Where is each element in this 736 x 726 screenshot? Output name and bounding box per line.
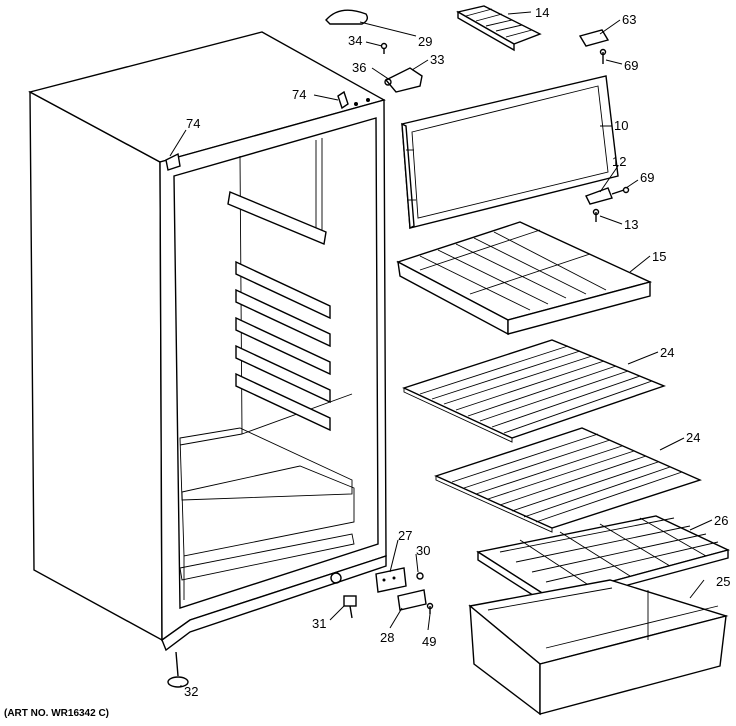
part-69-screw-mid (611, 186, 630, 195)
part-10-freezer-door (401, 75, 619, 230)
part-13-screw (592, 208, 600, 222)
leader-lines (169, 11, 713, 687)
callout-36: 36 (352, 60, 366, 75)
part-63-bracket (578, 29, 610, 47)
callout-13: 13 (624, 217, 638, 232)
callout-labels: 14 63 34 29 69 36 33 74 74 10 12 69 13 1… (184, 5, 730, 699)
part-74-cap (337, 90, 349, 110)
callout-26: 26 (714, 513, 728, 528)
part-28-hinge-plate (397, 589, 427, 611)
part-31-leveling-leg (343, 595, 357, 619)
part-24-wire-shelf-lower (434, 427, 702, 533)
callout-34: 34 (348, 33, 362, 48)
art-number: (ART NO. WR16342 C) (4, 708, 109, 719)
callout-49: 49 (422, 634, 436, 649)
callout-12: 12 (612, 154, 626, 169)
part-12-bracket (585, 187, 613, 205)
callout-28: 28 (380, 630, 394, 645)
part-69-screw-top (599, 48, 607, 64)
callout-32: 32 (184, 684, 198, 699)
callout-30: 30 (416, 543, 430, 558)
part-33-hinge (384, 67, 423, 93)
callout-10: 10 (614, 118, 628, 133)
callout-27: 27 (398, 528, 412, 543)
part-34-screw (380, 42, 388, 54)
part-32-foot (167, 651, 189, 688)
callout-69-top: 69 (624, 58, 638, 73)
cabinet (28, 31, 387, 652)
callout-63: 63 (622, 12, 636, 27)
part-24-wire-shelf-upper (402, 339, 666, 443)
callout-74-corner: 74 (186, 116, 200, 131)
part-25-crisper-pan (468, 579, 729, 716)
part-30-washer (416, 572, 424, 580)
part-27-hinge-bracket (375, 567, 407, 593)
callout-15: 15 (652, 249, 666, 264)
callout-69-mid: 69 (640, 170, 654, 185)
callout-24-lower: 24 (686, 430, 700, 445)
part-15-shelf-tray (396, 221, 653, 336)
part-49-screw (426, 602, 434, 614)
callout-14: 14 (535, 5, 549, 20)
callout-25: 25 (716, 574, 730, 589)
callout-29: 29 (418, 34, 432, 49)
callout-74-top: 74 (292, 87, 306, 102)
callout-24-upper: 24 (660, 345, 674, 360)
part-14-ice-tray (456, 5, 542, 52)
callout-31: 31 (312, 616, 326, 631)
callout-33: 33 (430, 52, 444, 67)
